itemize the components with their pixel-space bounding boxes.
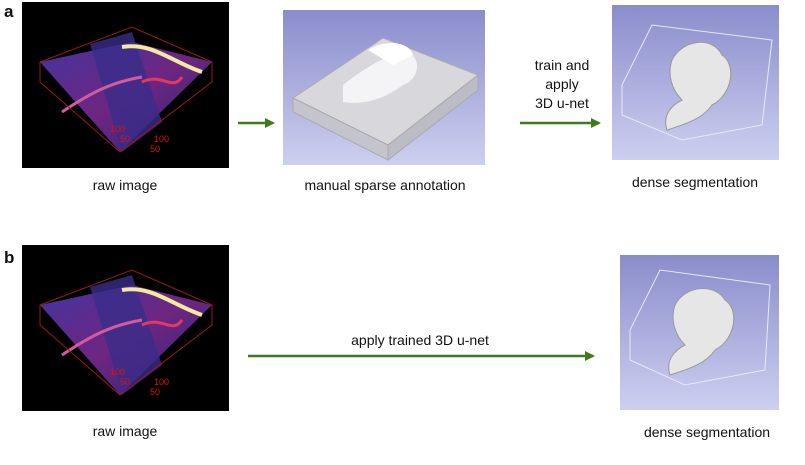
sparse-annotation-volume [283, 10, 485, 165]
annotation-caption: manual sparse annotation [304, 177, 466, 193]
apply-trained-label: apply trained 3D u-net [351, 332, 489, 348]
axis-tick: 50 [120, 377, 130, 387]
axis-tick: 100 [110, 124, 125, 134]
train-apply-label: train and apply 3D u-net [535, 56, 589, 113]
step-line: 3D u-net [535, 95, 589, 111]
axis-tick: 100 [154, 377, 169, 387]
arrow-icon [248, 351, 595, 361]
arrow-icon [238, 118, 275, 128]
dense-segmentation-render-a [612, 5, 779, 160]
raw-image-caption-a: raw image [92, 177, 158, 193]
arrow-icon [520, 118, 601, 128]
axis-tick: 50 [150, 144, 160, 154]
panel-label-a: a [4, 2, 14, 21]
raw-image-volume: 100 50 100 50 [22, 245, 229, 411]
dense-caption-b: dense segmentation [643, 424, 771, 440]
dense-segmentation-render-b [620, 255, 779, 410]
step-line: apply [545, 76, 579, 92]
panel-label-b: b [4, 248, 15, 267]
axis-tick: 50 [150, 387, 160, 397]
step-line: train and [534, 57, 590, 73]
dense-caption-a: dense segmentation [631, 174, 759, 190]
axis-tick: 100 [154, 134, 169, 144]
raw-image-volume: 100 50 100 50 [22, 2, 229, 168]
raw-image-caption-b: raw image [92, 423, 158, 439]
axis-tick: 50 [120, 134, 130, 144]
axis-tick: 100 [110, 367, 125, 377]
